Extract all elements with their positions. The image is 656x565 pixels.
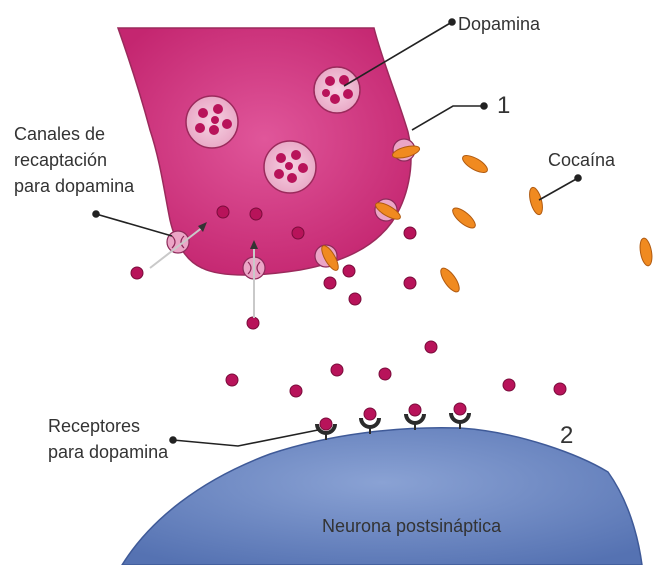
dopamine-molecule [379, 368, 391, 380]
cocaine-molecule [450, 205, 479, 231]
cocaine-leader-line [539, 178, 578, 200]
reuptake-channel [167, 231, 189, 253]
dopamine-molecule [343, 265, 355, 277]
dopamine-molecule [226, 374, 238, 386]
dopamine-molecule [131, 267, 143, 279]
dopamine-molecule [292, 227, 304, 239]
dopamine-label: Dopamina [458, 12, 540, 36]
dopamine-molecule [331, 364, 343, 376]
dopamine-molecule [425, 341, 437, 353]
receptors-label-line2: para dopamina [48, 440, 168, 464]
cocaine-molecule [527, 186, 545, 216]
dopamine-molecule [324, 277, 336, 289]
postsynaptic-label: Neurona postsináptica [322, 514, 501, 538]
label-1-leader-line [412, 106, 484, 130]
dopamine-molecule [217, 206, 229, 218]
dopamine-molecule [554, 383, 566, 395]
reuptake-label-line2: recaptación [14, 148, 107, 172]
dopamine-molecule [503, 379, 515, 391]
blocked-reuptake-channel [391, 139, 421, 161]
receptors-label-line1: Receptores [48, 414, 140, 438]
reuptake-label-line1: Canales de [14, 122, 105, 146]
reuptake-leader-line [96, 214, 172, 236]
vesicle [186, 96, 238, 148]
dopamine-receptor [406, 404, 424, 430]
dopamine-receptor [451, 403, 469, 429]
vesicle [264, 141, 316, 193]
vesicle [314, 67, 360, 113]
dopamine-receptor [317, 418, 335, 440]
reuptake-label-line3: para dopamina [14, 174, 134, 198]
cocaine-molecule [460, 152, 490, 176]
cocaine-molecule [437, 265, 462, 294]
dopamine-molecule [404, 227, 416, 239]
dopamine-molecule [247, 317, 259, 329]
receptors-leader-line [173, 430, 318, 446]
cocaine-molecule [638, 237, 654, 266]
label-1: 1 [497, 92, 510, 120]
dopamine-molecule [404, 277, 416, 289]
dopamine-molecule [349, 293, 361, 305]
dopamine-molecule [290, 385, 302, 397]
presynaptic-neuron [118, 28, 411, 275]
cocaine-label: Cocaína [548, 148, 615, 172]
dopamine-molecule [250, 208, 262, 220]
label-2: 2 [560, 422, 573, 450]
dopamine-receptor [361, 408, 379, 434]
